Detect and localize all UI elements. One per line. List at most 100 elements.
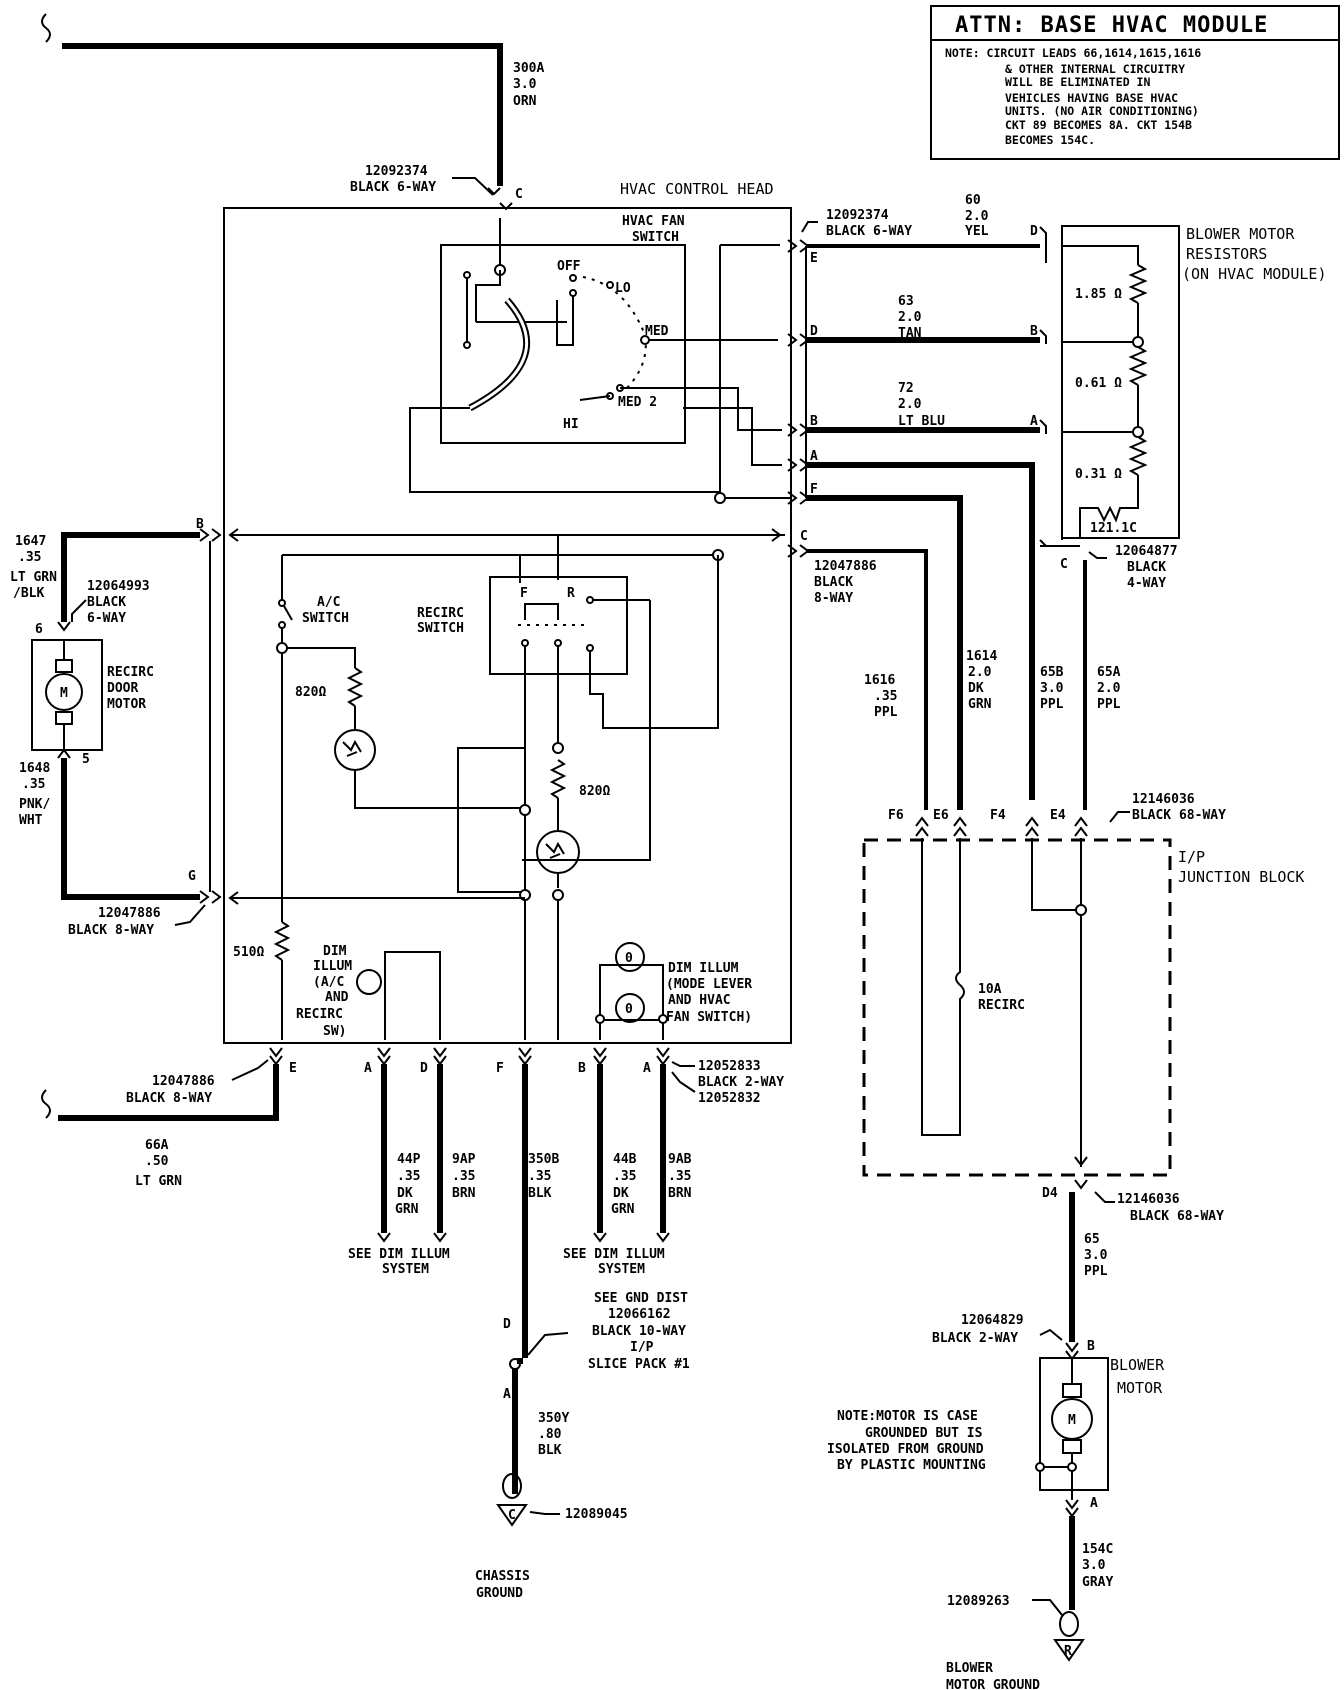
recirc-motor-letter: M — [60, 686, 68, 701]
wire-1614-color2: GRN — [968, 697, 992, 712]
dim-illum-left-2: ILLUM — [313, 959, 352, 974]
wire-63-color: TAN — [898, 326, 922, 341]
bottom-left-connector-part: 12047886 — [152, 1074, 215, 1089]
wire-65-circuit: 65 — [1084, 1232, 1100, 1247]
attn-note-line-1: NOTE: CIRCUIT LEADS 66,1614,1615,1616 — [945, 46, 1201, 60]
feed-wire-300a: 300A 3.0 ORN — [41, 13, 544, 186]
wire-1614-gauge: 2.0 — [968, 665, 992, 680]
control-head-title: HVAC CONTROL HEAD — [620, 180, 774, 198]
wire-350b-color: BLK — [528, 1186, 552, 1201]
wire-154c-gauge: 3.0 — [1082, 1558, 1106, 1573]
recirc-wire-1647-color2: /BLK — [13, 586, 44, 601]
bottom-mid-part-2: 12052832 — [698, 1091, 761, 1106]
recirc-pin-b: B — [196, 517, 204, 532]
blower-motor: 65 3.0 PPL 12064829 BLACK 2-WAY B BLOWER… — [827, 1192, 1165, 1518]
resistor-fuse: 121.1C — [1090, 521, 1137, 536]
right-connector-part: 12092374 — [826, 208, 889, 223]
resistors-connector-part: 12064877 — [1115, 544, 1178, 559]
wire-66a-color: LT GRN — [135, 1174, 182, 1189]
right-connector-pin-a: A — [810, 449, 818, 464]
bottom-mid-desc-1: BLACK 2-WAY — [698, 1075, 784, 1090]
attn-note-line-5: UNITS. (NO AIR CONDITIONING) — [1005, 104, 1199, 118]
recirc-pin-g: G — [188, 869, 196, 884]
junction-out-desc: BLACK 68-WAY — [1130, 1209, 1224, 1224]
bottom-mid-pin-a: A — [643, 1061, 651, 1076]
wire-300a-color: ORN — [513, 94, 537, 109]
blower-note-1: NOTE:MOTOR IS CASE — [837, 1409, 978, 1424]
wire-63-circuit: 63 — [898, 294, 914, 309]
wire-60-yel: 60 2.0 YEL D — [806, 193, 1040, 248]
gnd-dist-line-5: SLICE PACK #1 — [588, 1357, 690, 1372]
attn-note-line-4: VEHICLES HAVING BASE HVAC — [1005, 91, 1178, 105]
chassis-ground-symbol — [496, 1504, 528, 1527]
dim-illum-right-2: (MODE LEVER — [666, 977, 752, 992]
chassis-ground-part: 12089045 — [565, 1507, 628, 1522]
dim-illum-left-3: (A/C — [313, 975, 344, 990]
ac-indicator-lamp — [334, 729, 376, 771]
resistors-title-1: BLOWER MOTOR — [1186, 225, 1295, 243]
wire-60-circuit: 60 — [965, 193, 981, 208]
wire-300a-gauge: 3.0 — [513, 77, 537, 92]
junction-title-1: I/P — [1178, 848, 1205, 866]
junction-fuse-rating: 10A — [978, 982, 1002, 997]
fan-switch-label-1: HVAC FAN — [622, 214, 685, 229]
wire-9ab-circuit: 9AB — [668, 1152, 692, 1167]
junction-pin-f4: F4 — [990, 808, 1006, 823]
attn-note-line-2: & OTHER INTERNAL CIRCUITRY — [1005, 62, 1185, 76]
junction-title-2: JUNCTION BLOCK — [1178, 868, 1304, 886]
wire-1616-gauge: .35 — [874, 689, 897, 704]
wire-65-color: PPL — [1084, 1264, 1108, 1279]
resistors-title-2: RESISTORS — [1186, 245, 1267, 263]
recirc-wire-1647-gauge: .35 — [18, 550, 41, 565]
recirc-connector-desc-1: BLACK — [87, 595, 126, 610]
bottom-left-pin-e: E — [289, 1061, 297, 1076]
ac-switch-label-2: SWITCH — [302, 611, 349, 626]
recirc-pin-6: 6 — [35, 622, 43, 637]
control-head-connector: 12092374 BLACK 6-WAY C HVAC CONTROL HEAD — [350, 164, 774, 211]
wire-72-circuit: 72 — [898, 381, 914, 396]
wire-65a-circuit: 65A — [1097, 665, 1121, 680]
recirc-wire-1648-gauge: .35 — [22, 777, 45, 792]
wire-350y-circuit: 350Y — [538, 1411, 569, 1426]
junction-pin-e6: E6 — [933, 808, 949, 823]
wire-350b-circuit: 350B — [528, 1152, 559, 1167]
dim-illum-right-4: FAN SWITCH) — [666, 1010, 752, 1025]
junction-pin-e4: E4 — [1050, 808, 1066, 823]
recirc-bottom-connector-part: 12047886 — [98, 906, 161, 921]
recirc-label-1: RECIRC — [107, 665, 154, 680]
resistors-title-3: (ON HVAC MODULE) — [1182, 265, 1327, 283]
wire-60-pin: D — [1030, 224, 1038, 239]
wire-65a-color: PPL — [1097, 697, 1121, 712]
wire-65b-gauge: 3.0 — [1040, 681, 1064, 696]
resistors-connector-desc-2: 4-WAY — [1127, 576, 1166, 591]
bottom-left-connector-desc: BLACK 8-WAY — [126, 1091, 212, 1106]
wire-44p-color: DK — [397, 1186, 413, 1201]
see-dim-illum-left-2: SYSTEM — [382, 1262, 429, 1277]
chassis-ground-eyelet — [502, 1473, 522, 1499]
junction-connector-part: 12146036 — [1132, 792, 1195, 807]
wire-154c-circuit: 154C — [1082, 1542, 1113, 1557]
wire-44b-circuit: 44B — [613, 1152, 637, 1167]
recirc-label-2: DOOR — [107, 681, 138, 696]
gnd-dist-line-2: 12066162 — [608, 1307, 671, 1322]
attn-note-line-6: CKT 89 BECOMES 8A. CKT 154B — [1005, 118, 1192, 132]
resistor-820-1: 820Ω — [295, 685, 326, 700]
resistor-820-2: 820Ω — [579, 784, 610, 799]
wire-44b-color: DK — [613, 1186, 629, 1201]
junction-splice-node — [1075, 904, 1087, 916]
control-head-pin-c: C — [515, 187, 523, 202]
chassis-ground: SEE GND DIST 12066162 BLACK 10-WAY I/P S… — [475, 1291, 690, 1601]
blower-motor-ground: 154C 3.0 GRAY 12089263 R BLOWER MOTOR GR… — [946, 1516, 1113, 1690]
recirc-motor-symbol — [45, 673, 83, 711]
wire-65a-gauge: 2.0 — [1097, 681, 1121, 696]
chassis-ground-letter: C — [508, 1508, 516, 1523]
fan-pos-med: MED — [645, 324, 669, 339]
junction-pin-f6: F6 — [888, 808, 904, 823]
junction-node-hi — [714, 492, 726, 504]
bottom-left-pin-f: F — [496, 1061, 504, 1076]
wire-9ap-circuit: 9AP — [452, 1152, 476, 1167]
blower-pin-b: B — [1087, 1339, 1095, 1354]
bottom-mid-pin-b: B — [578, 1061, 586, 1076]
wire-300a-circuit: 300A — [513, 61, 544, 76]
fan-pos-lo: LO — [615, 281, 631, 296]
